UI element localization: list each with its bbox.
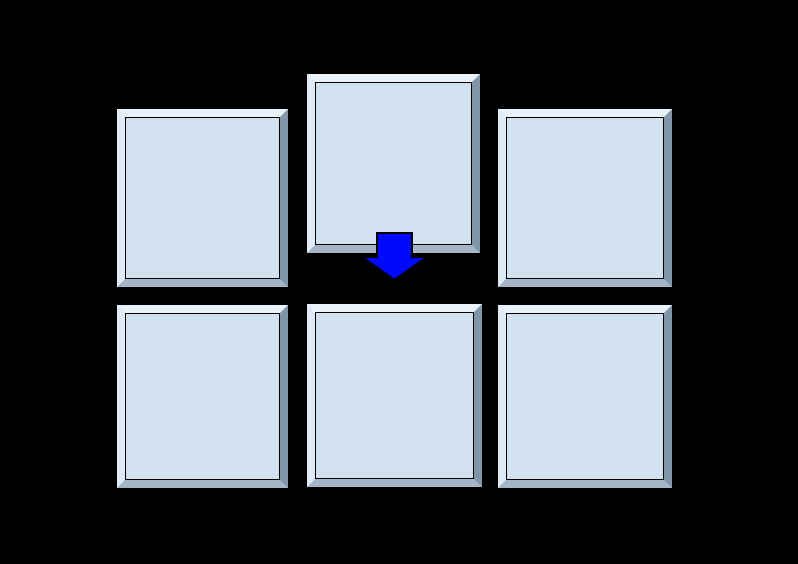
down-arrow-shape: [358, 232, 431, 282]
square-top-left: [117, 109, 288, 287]
square-top-left-face: [125, 117, 280, 279]
square-bottom-middle: [307, 304, 482, 487]
square-bottom-left-face: [125, 313, 280, 480]
square-bottom-right: [498, 305, 672, 488]
square-bottom-right-face: [506, 313, 664, 480]
square-bottom-left: [117, 305, 288, 488]
square-top-right-face: [506, 117, 664, 279]
square-bottom-middle-face: [315, 312, 474, 479]
square-top-middle-raised: [307, 74, 480, 253]
down-arrow-icon: [358, 232, 431, 282]
square-top-right: [498, 109, 672, 287]
square-top-middle-face: [315, 82, 472, 245]
